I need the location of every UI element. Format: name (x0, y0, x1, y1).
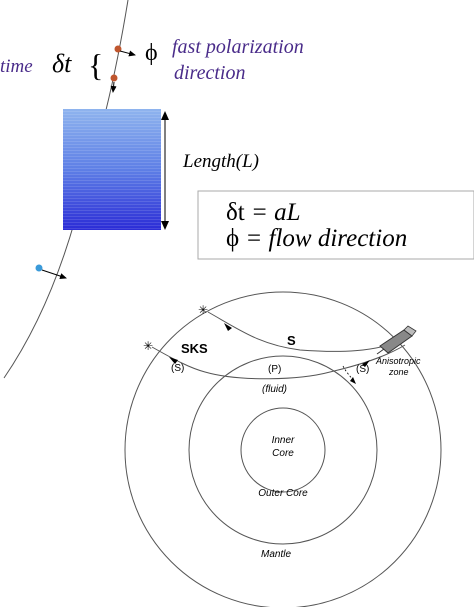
direction-label: direction (174, 62, 245, 84)
s-source-symbol: ✳ (198, 303, 208, 317)
delta-t-symbol: δt (52, 49, 72, 78)
incoming-wave-dot (35, 264, 43, 272)
fluid-label: (fluid) (262, 384, 287, 395)
svg-text:δt = aL: δt = aL (226, 199, 301, 226)
anisotropic-zone-label: Anisotropic (375, 356, 421, 366)
anisotropic-zone-instrument (376, 325, 417, 355)
inner-core-label-2: Core (272, 448, 294, 459)
s-ray-path (207, 311, 404, 352)
outer-core-label: Outer Core (258, 488, 308, 499)
zone-label: zone (388, 367, 409, 377)
brace-symbol: { (88, 47, 103, 83)
s-label: S (287, 333, 296, 348)
phi-symbol: ϕ (145, 40, 158, 66)
equation-box: δt = aL ϕ = flow direction (197, 190, 474, 260)
sks-s-label: (S) (171, 363, 184, 374)
time-label: time (0, 56, 33, 77)
mantle-circle (124, 291, 442, 607)
exit-s-label: (S) (356, 364, 369, 375)
sks-source-symbol: ✳ (143, 339, 153, 353)
fast-polarization-label: fast polarization (172, 36, 304, 58)
equation-delta-t-def: = aL (245, 199, 301, 226)
equation-delta-t: δt (226, 199, 245, 226)
fast-wave-dot (114, 45, 122, 53)
length-arrow (161, 111, 169, 230)
mantle-label: Mantle (261, 549, 291, 560)
p-label: (P) (268, 364, 281, 375)
inner-core-label-1: Inner (272, 435, 295, 446)
equation-phi-def: = flow direction (239, 225, 407, 252)
equation-phi: ϕ (226, 225, 239, 252)
inner-core-circle (240, 407, 326, 493)
svg-text:ϕ = flow direction: ϕ = flow direction (226, 225, 407, 252)
sks-label: SKS (181, 341, 208, 356)
outer-core-circle (188, 355, 378, 545)
length-label: Length(L) (182, 151, 259, 172)
slow-wave-dot (110, 74, 118, 82)
